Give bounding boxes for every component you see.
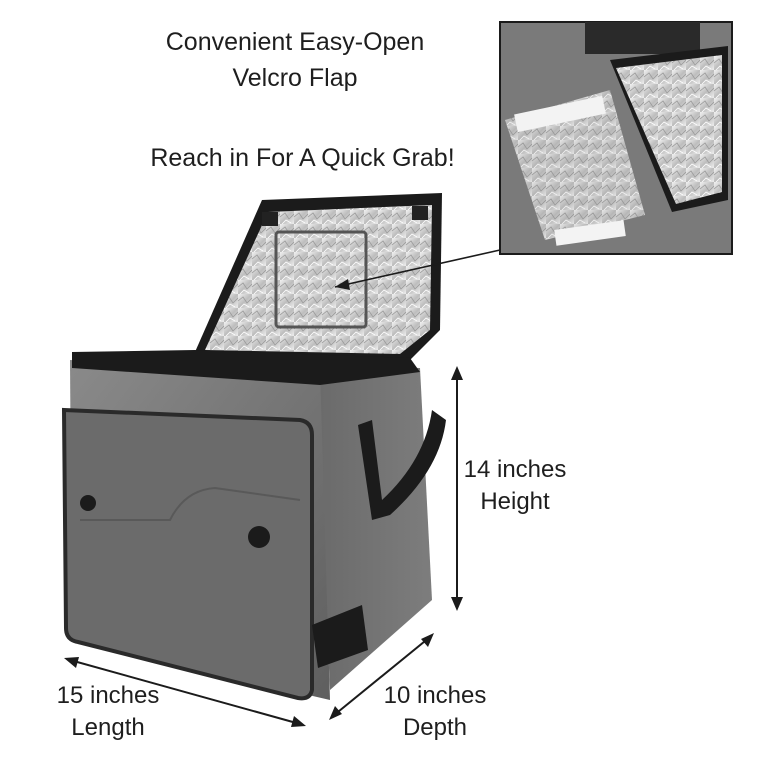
- depth-value: 10 inches: [383, 682, 487, 709]
- bag-side-panel: [315, 365, 432, 690]
- side-handle: [358, 410, 446, 520]
- flap-caption-line1: Convenient Easy-Open: [165, 28, 425, 56]
- callout-arrow: [334, 249, 501, 288]
- rivet: [80, 495, 96, 511]
- length-value: 15 inches: [56, 682, 160, 709]
- length-label: Length: [71, 714, 145, 741]
- front-pocket: [61, 407, 314, 701]
- depth-dimension-arrow: [329, 633, 434, 720]
- velcro-tab: [262, 212, 278, 226]
- height-label: Height: [480, 488, 550, 515]
- bottom-strap: [312, 605, 368, 668]
- inset-detail-photo: [499, 21, 733, 255]
- length-dimension-arrow: [64, 657, 306, 727]
- depth-label: Depth: [402, 714, 468, 741]
- velcro-tab: [412, 206, 428, 220]
- quick-grab-caption: Reach in For A Quick Grab!: [150, 144, 455, 172]
- height-dimension-arrow: [451, 366, 463, 611]
- open-lid: [195, 193, 442, 360]
- callout-arrowhead: [335, 279, 350, 290]
- flap-caption-line2: Velcro Flap: [232, 64, 358, 92]
- zipper-rim: [72, 350, 420, 385]
- pocket-seam: [80, 486, 301, 521]
- rivet: [248, 526, 270, 548]
- height-value: 14 inches: [463, 456, 567, 483]
